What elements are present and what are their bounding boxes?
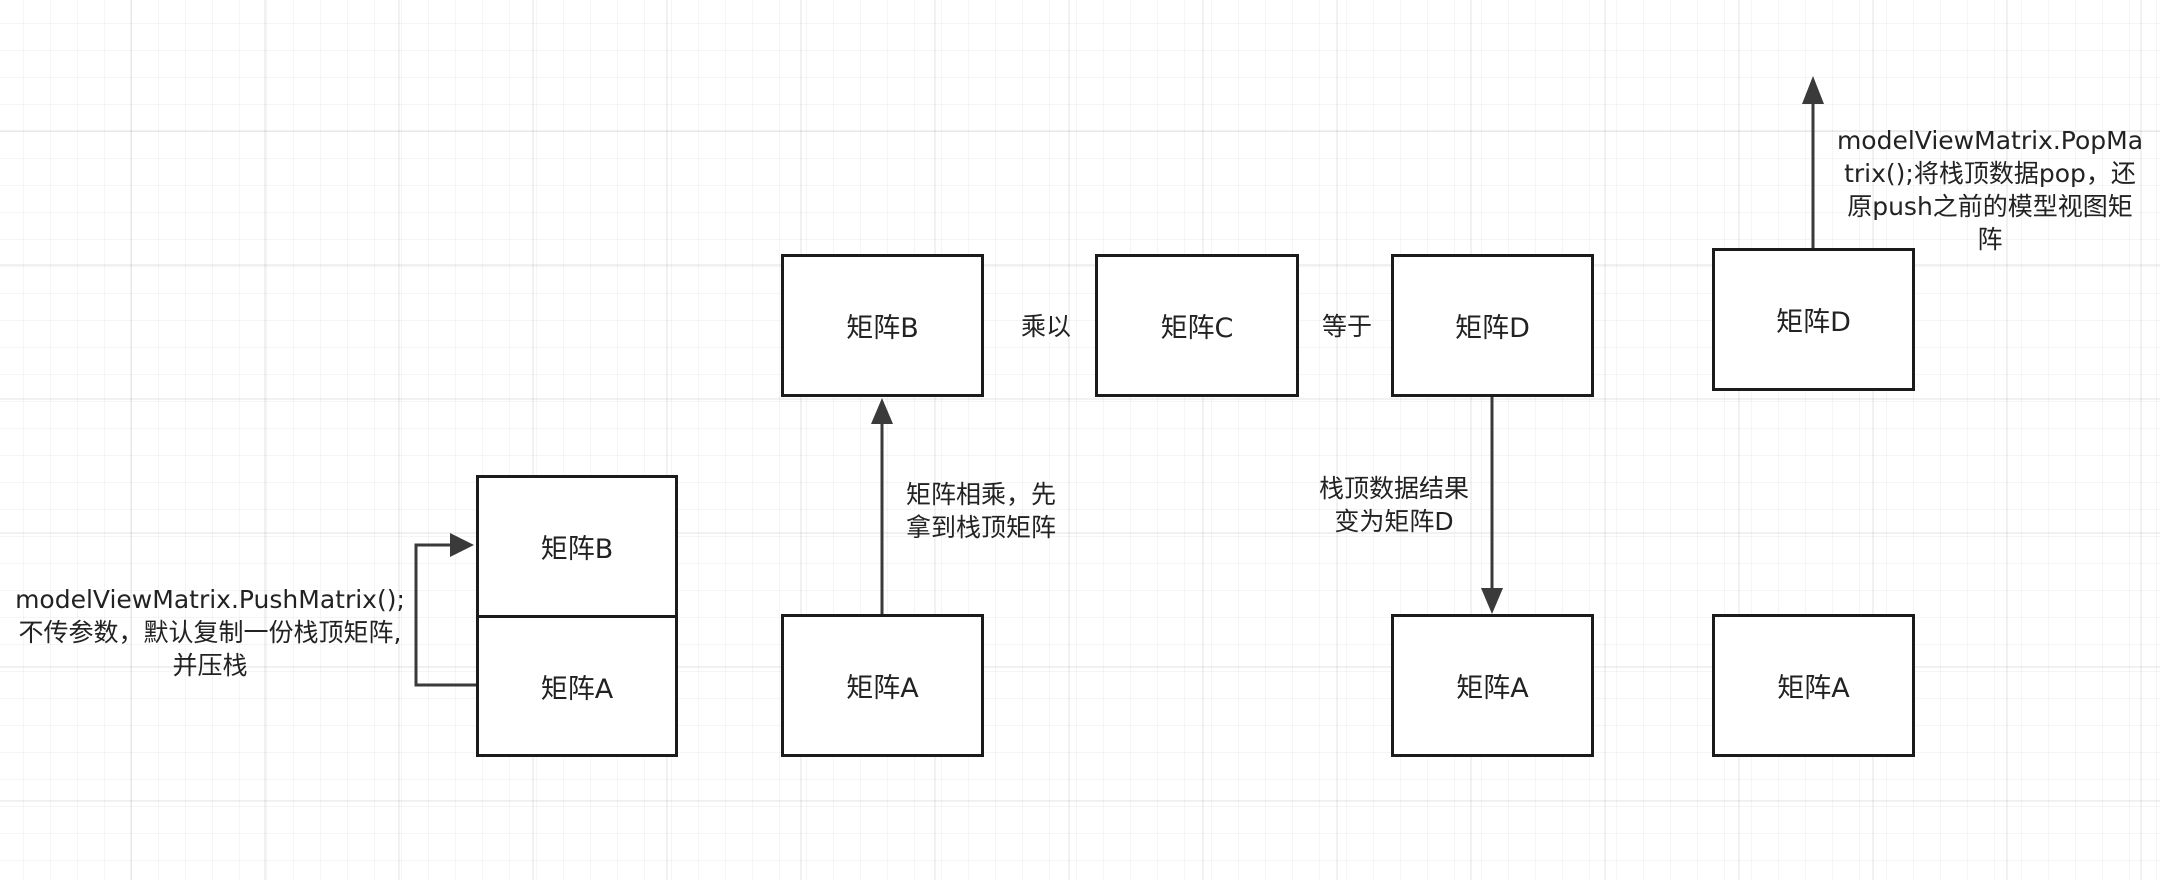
push-caption-line-3: 并压栈 xyxy=(172,651,248,680)
stack4-top-label: 矩阵D xyxy=(1776,307,1851,338)
push-matrix-caption: modelViewMatrix.PushMatrix(); 不传参数，默认复制一… xyxy=(0,583,420,682)
pop-caption-line-1: modelViewMatrix.PopMa xyxy=(1836,126,2144,155)
push-caption-line-2: 不传参数，默认复制一份栈顶矩阵, xyxy=(18,618,402,647)
equation-left-label: 矩阵B xyxy=(846,313,919,344)
pop-caption-line-4: 阵 xyxy=(1977,225,2003,254)
equation-middle-label: 矩阵C xyxy=(1160,313,1234,344)
multiply-caption-line-1: 矩阵相乘，先 xyxy=(906,480,1057,509)
stack3-bottom-label: 矩阵A xyxy=(1456,673,1529,704)
multiply-caption: 矩阵相乘，先 拿到栈顶矩阵 xyxy=(906,478,1126,544)
stack3-bottom-box: 矩阵A xyxy=(1391,614,1594,757)
operator-equals: 等于 xyxy=(1322,312,1373,341)
push-arrowhead xyxy=(450,533,474,557)
multiply-caption-line-2: 拿到栈顶矩阵 xyxy=(906,513,1057,542)
pop-arrowhead xyxy=(1802,76,1824,104)
stack4-bottom-box: 矩阵A xyxy=(1712,614,1915,757)
stack2-bottom-label: 矩阵A xyxy=(846,673,919,704)
result-caption-line-1: 栈顶数据结果 xyxy=(1318,474,1469,503)
stack4-bottom-label: 矩阵A xyxy=(1777,673,1850,704)
stack1-bottom-label: 矩阵A xyxy=(540,673,614,705)
pop-caption-line-2: trix();将栈顶数据pop，还 xyxy=(1844,159,2136,188)
operator-multiply: 乘以 xyxy=(1021,312,1072,341)
result-caption-line-2: 变为矩阵D xyxy=(1334,507,1454,536)
push-caption-line-1: modelViewMatrix.PushMatrix(); xyxy=(15,585,405,614)
pop-matrix-caption: modelViewMatrix.PopMa trix();将栈顶数据pop，还 … xyxy=(1828,124,2152,256)
stack4-top-box: 矩阵D xyxy=(1712,248,1915,391)
stack1-bottom-box: 矩阵A xyxy=(476,615,678,757)
equation-middle-box: 矩阵C xyxy=(1095,254,1299,397)
equation-result-box: 矩阵D xyxy=(1391,254,1594,397)
multiply-arrowhead xyxy=(871,398,893,424)
equation-left-box: 矩阵B xyxy=(781,254,984,397)
stack-top-result-caption: 栈顶数据结果 变为矩阵D xyxy=(1296,472,1492,538)
equation-result-label: 矩阵D xyxy=(1455,313,1530,344)
stack1-top-label: 矩阵B xyxy=(540,534,614,565)
result-arrowhead xyxy=(1481,588,1503,614)
stack2-bottom-box: 矩阵A xyxy=(781,614,984,757)
pop-caption-line-3: 原push之前的模型视图矩 xyxy=(1847,192,2133,221)
push-connector-line xyxy=(414,543,476,687)
stack1-top-box: 矩阵B xyxy=(476,475,678,618)
